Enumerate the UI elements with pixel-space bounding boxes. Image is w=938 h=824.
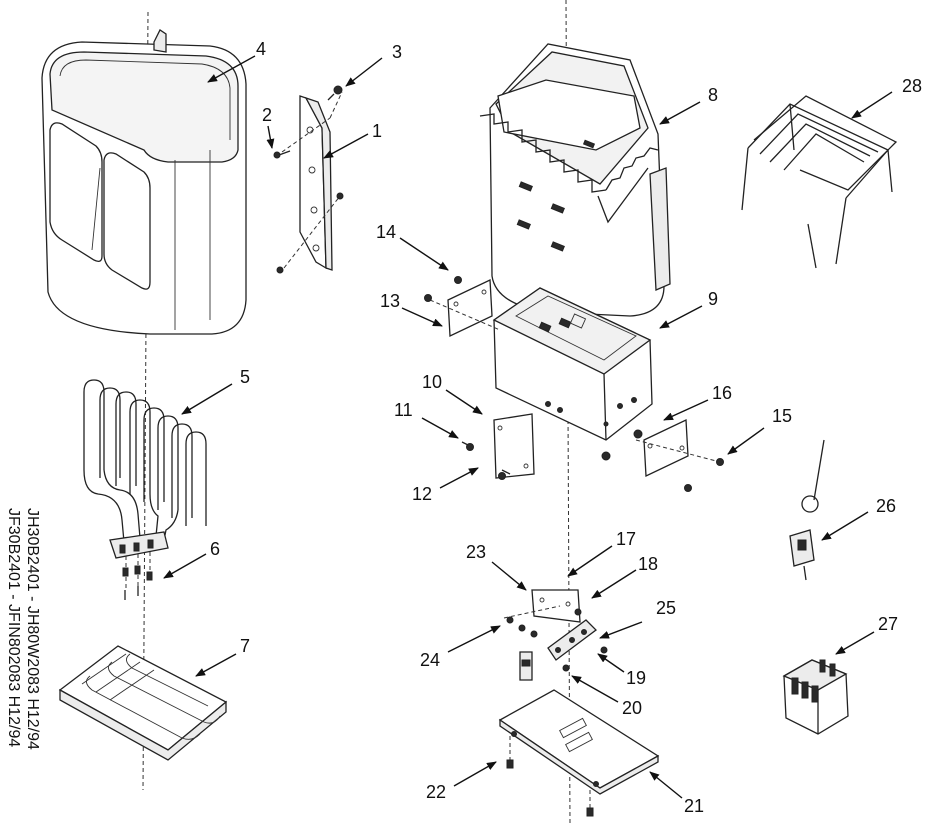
part-15-screw [716, 458, 724, 466]
part-27-contactor [782, 659, 849, 735]
part-7-stone-tray [58, 645, 228, 761]
part-8-stone-compartment [479, 43, 671, 317]
callout-18: 18 [638, 554, 658, 574]
callout-11: 11 [394, 400, 413, 420]
part-18-screw [574, 608, 582, 616]
callout-8: 8 [708, 85, 718, 105]
part-19-terminal-block [547, 619, 597, 661]
part-23-switch [519, 651, 533, 681]
callout-10: 10 [422, 372, 442, 392]
part-11-screw [461, 441, 474, 451]
callout-17: 17 [616, 529, 636, 549]
part-25-screw [600, 646, 608, 654]
callout-22: 22 [426, 782, 446, 802]
callout-7: 7 [240, 636, 250, 656]
callout-24: 24 [420, 650, 440, 670]
part-28-guard-rack [741, 95, 898, 269]
part-9-lower-housing [492, 287, 653, 461]
callout-28: 28 [902, 76, 922, 96]
callout-27: 27 [878, 614, 898, 634]
part-4-outer-shell [41, 29, 247, 335]
callout-6: 6 [210, 539, 220, 559]
part-21-bottom-plate [498, 689, 660, 795]
callout-5: 5 [240, 367, 250, 387]
part-2-screw [273, 150, 291, 159]
callout-2: 2 [262, 105, 272, 125]
part-26-thermostat [789, 439, 825, 581]
model-codes: JH30B2401 - JH80W2083 H12/94 JF30B2401 -… [5, 508, 41, 750]
callout-labels: 1 2 3 4 5 6 7 8 9 10 11 12 13 14 15 16 1… [210, 39, 922, 816]
part-6-screws [122, 552, 153, 600]
callout-20: 20 [622, 698, 642, 718]
model-code-line-1: JH30B2401 - JH80W2083 H12/94 [24, 508, 41, 750]
part-5-heating-elements [83, 379, 207, 559]
callout-16: 16 [712, 383, 732, 403]
part-3-screw [327, 85, 343, 101]
callout-arrows [163, 55, 893, 799]
part-1-mounting-bracket [281, 91, 343, 271]
callout-1: 1 [372, 121, 382, 141]
part-10-side-cover [493, 413, 535, 479]
part-14-screw [454, 276, 462, 284]
callout-12: 12 [412, 484, 432, 504]
part-24-screws [503, 605, 561, 638]
callout-19: 19 [626, 668, 646, 688]
callout-13: 13 [380, 291, 400, 311]
callout-21: 21 [684, 796, 704, 816]
part-17-switch-bracket [531, 589, 581, 623]
callout-3: 3 [392, 42, 402, 62]
axis-line-right [565, 0, 571, 824]
part-22-screw [506, 736, 514, 769]
callout-26: 26 [876, 496, 896, 516]
callout-25: 25 [656, 598, 676, 618]
part-20-screw [562, 664, 570, 672]
callout-15: 15 [772, 406, 792, 426]
part-12-screw [498, 469, 511, 480]
callout-9: 9 [708, 289, 718, 309]
part-13-cover-plate [429, 278, 501, 338]
callout-4: 4 [256, 39, 266, 59]
model-code-line-2: JF30B2401 - JFIN802083 H12/94 [5, 508, 22, 747]
part-16-side-cover [635, 418, 721, 478]
callout-23: 23 [466, 542, 486, 562]
callout-14: 14 [376, 222, 396, 242]
